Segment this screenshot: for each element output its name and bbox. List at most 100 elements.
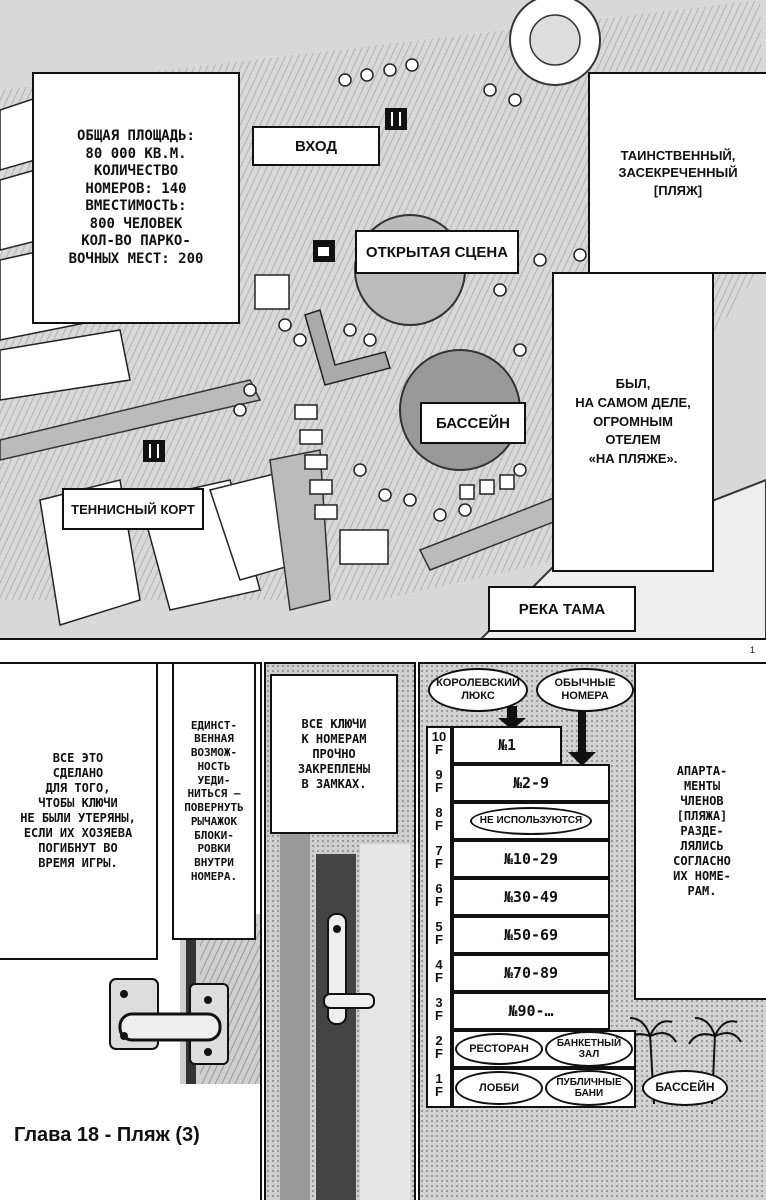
bubble-line: РЫЧАЖОК: [190, 814, 238, 828]
bubble-line: БЛОКИ-: [194, 828, 234, 842]
speech-bubble-keys-reason: ВСЕ ЭТО СДЕЛАНО ДЛЯ ТОГО, ЧТОБЫ КЛЮЧИ НЕ…: [0, 664, 158, 960]
arrow-down-icon-2: [568, 708, 596, 766]
floor-column: [426, 726, 452, 1108]
bubble-line: ДЛЯ ТОГО,: [45, 781, 111, 795]
speech-bubble-members: АПАРТА- МЕНТЫ ЧЛЕНОВ [ПЛЯЖА] РАЗДЕ- ЛЯЛИ…: [634, 664, 766, 1000]
floor-suffix: F: [435, 894, 443, 909]
stats-line: КОЛ-ВО ПАРКО-: [81, 233, 191, 249]
floor-number: 6: [435, 881, 443, 896]
floor-number: 8: [435, 805, 443, 820]
bubble-line: ПРОЧНО: [312, 746, 356, 761]
bubble-line: СДЕЛАНО: [52, 766, 104, 780]
floor-number: 7: [435, 843, 443, 858]
floor-rooms: №30-49: [452, 878, 610, 916]
stats-line: ВОЧНЫХ МЕСТ: 200: [68, 250, 204, 267]
badge-line: НОМЕРА: [561, 690, 609, 702]
caption-line: ЗАСЕКРЕЧЕННЫЙ: [618, 165, 738, 181]
bubble-line: ПОГИБНУТ ВО: [38, 841, 118, 855]
floor-number: 4: [435, 957, 443, 972]
bubble-line: РАЗДЕ-: [680, 823, 724, 838]
bubble-line: УЕДИ-: [197, 773, 231, 787]
badge-line: ЗАЛ: [578, 1049, 600, 1060]
floor-suffix: F: [435, 1008, 443, 1023]
bubble-line: НОМЕРА.: [190, 869, 238, 883]
bubble-line: В ЗАМКАХ.: [301, 776, 367, 791]
floor-number: 5: [435, 919, 443, 934]
entrance-label: ВХОД: [252, 126, 380, 166]
pool-label: БАССЕЙН: [420, 402, 526, 444]
bubble-line: ПОВЕРНУТЬ: [184, 801, 244, 814]
caption-line: БЫЛ,: [615, 375, 651, 391]
bubble-line: ИХ НОМЕ-: [673, 868, 731, 883]
floor-rooms: №90-…: [452, 992, 610, 1030]
floor-number: 9: [435, 767, 443, 782]
speech-bubble-privacy: ЕДИНСТ- ВЕННАЯ ВОЗМОЖ- НОСТЬ УЕДИ- НИТЬС…: [172, 664, 256, 940]
badge-line: БАНКЕТНЫЙ: [556, 1037, 622, 1049]
lobby-badge: ЛОББИ: [455, 1071, 543, 1105]
floor-number: 1: [435, 1071, 443, 1086]
floor-number: 10: [431, 729, 447, 744]
bubble-line: ЛЯЛИСЬ: [680, 838, 724, 853]
hotel-caption: БЫЛ, НА САМОМ ДЕЛЕ, ОГРОМНЫМ ОТЕЛЕМ «НА …: [552, 272, 714, 572]
bubble-line: АПАРТА-: [676, 763, 728, 778]
bubble-line: ЧТОБЫ КЛЮЧИ: [38, 796, 118, 810]
badge-line: ОБЫЧНЫЕ: [554, 677, 616, 690]
floor-rooms: №70-89: [452, 954, 610, 992]
floor-rooms: №50-69: [452, 916, 610, 954]
bubble-line: МЕНТЫ: [683, 778, 721, 793]
caption-line: ОТЕЛЕМ: [605, 432, 661, 448]
arrow-down-icon: [498, 706, 526, 730]
bubble-line: ЕДИНСТ-: [190, 718, 238, 732]
stats-line: НОМЕРОВ: 140: [85, 180, 187, 197]
floor-suffix: F: [435, 742, 443, 757]
floor-rooms: ЛОББИ ПУБЛИЧНЫЕ БАНИ: [452, 1068, 636, 1108]
stats-line: 80 000 КВ.М.: [85, 145, 187, 162]
floor-number: 2: [435, 1033, 443, 1048]
bubble-line: ВОЗМОЖ-: [190, 746, 238, 759]
river-label: РЕКА ТАМА: [488, 586, 636, 632]
floor-suffix: F: [435, 780, 443, 795]
caption-line: ТАИНСТВЕННЫЙ,: [620, 147, 736, 163]
royal-suite-badge: КОРОЛЕВСКИЙ ЛЮКС: [428, 668, 528, 712]
floor-suffix: F: [435, 818, 443, 833]
bubble-line: НИТЬСЯ –: [187, 787, 241, 801]
caption-line: НА САМОМ ДЕЛЕ,: [575, 394, 691, 410]
caption-line: [ПЛЯЖ]: [653, 182, 703, 198]
banquet-hall-badge: БАНКЕТНЫЙ ЗАЛ: [545, 1031, 633, 1067]
floor-rooms: РЕСТОРАН БАНКЕТНЫЙ ЗАЛ: [452, 1030, 636, 1068]
floor-rooms: НЕ ИСПОЛЬЗУЮТСЯ: [452, 802, 610, 840]
bubble-line: ЗАКРЕПЛЕНЫ: [297, 761, 371, 776]
floor-rooms: №1: [452, 726, 562, 764]
restaurant-icon-2: [143, 440, 165, 462]
floor-suffix: F: [435, 1046, 443, 1061]
floor-suffix: F: [435, 970, 443, 985]
bubble-line: ВНУТРИ: [194, 856, 234, 869]
floor-suffix: F: [435, 856, 443, 871]
stats-line: ОБЩАЯ ПЛОЩАДЬ:: [76, 128, 195, 144]
bubble-line: РОВКИ: [197, 842, 231, 856]
cafe-icon: [313, 240, 335, 262]
public-baths-badge: ПУБЛИЧНЫЕ БАНИ: [545, 1070, 633, 1106]
stats-line: 800 ЧЕЛОВЕК: [89, 215, 183, 232]
bubble-line: ВРЕМЯ ИГРЫ.: [38, 856, 118, 870]
restaurant-badge: РЕСТОРАН: [455, 1033, 543, 1065]
caption-line: ОГРОМНЫМ: [593, 413, 673, 429]
bubble-line: ВСЕ ЭТО: [52, 751, 104, 765]
map-panel: ОБЩАЯ ПЛОЩАДЬ: 80 000 КВ.М. КОЛИЧЕСТВО Н…: [0, 0, 766, 640]
bubble-line: ЧЛЕНОВ: [680, 793, 724, 808]
chapter-title: Глава 18 - Пляж (3): [14, 1124, 200, 1146]
restaurant-icon: [385, 108, 407, 130]
door-latch-illustration: [0, 904, 260, 1200]
badge-line: ЛЮКС: [461, 690, 495, 702]
floor-suffix: F: [435, 1084, 443, 1099]
badge-line: КОРОЛЕВСКИЙ: [436, 677, 520, 690]
regular-rooms-badge: ОБЫЧНЫЕ НОМЕРА: [536, 668, 634, 712]
badge-line: БАНИ: [574, 1088, 604, 1099]
floor-suffix: F: [435, 932, 443, 947]
